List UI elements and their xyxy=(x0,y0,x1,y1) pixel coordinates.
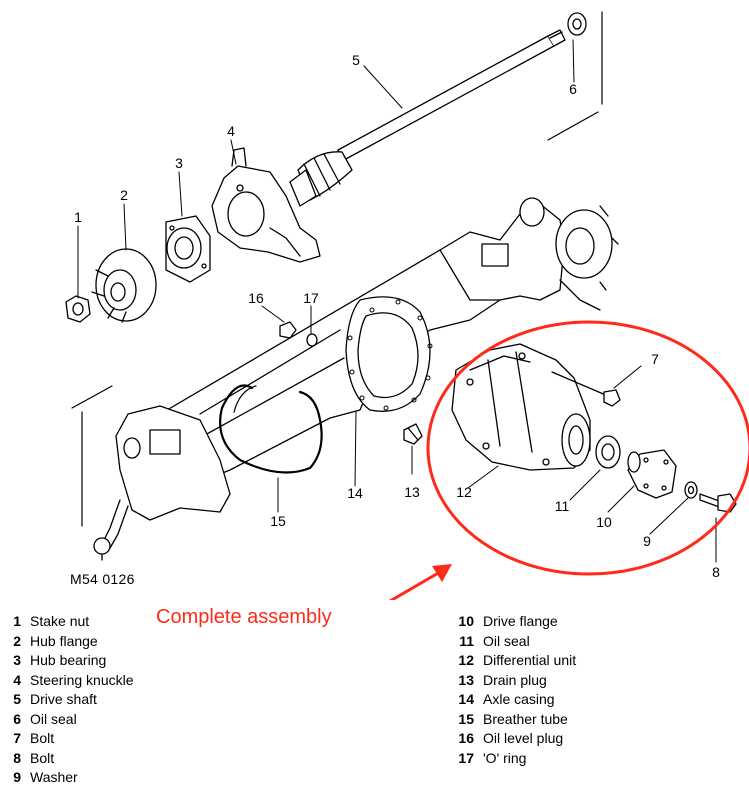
left-hub-assembly xyxy=(93,405,231,561)
callout-13: 13 xyxy=(404,484,420,500)
callout-15: 15 xyxy=(270,513,286,529)
callout-7: 7 xyxy=(651,351,659,367)
callout-16: 16 xyxy=(248,290,264,306)
callout-9: 9 xyxy=(643,533,651,549)
stake-nut-1 xyxy=(65,295,91,323)
callout-4: 4 xyxy=(227,123,235,139)
drive-shaft xyxy=(289,29,566,207)
callout-12: 12 xyxy=(456,484,472,500)
callout-14: 14 xyxy=(347,485,363,501)
callout-17: 17 xyxy=(303,290,319,306)
hub-bearing-3 xyxy=(165,215,211,283)
oil-level-plug-16 xyxy=(279,321,297,339)
annotation-arrow xyxy=(388,564,452,600)
leader-lines xyxy=(77,39,717,563)
callout-6: 6 xyxy=(569,81,577,97)
figure-code: M54 0126 xyxy=(70,571,135,587)
callout-8: 8 xyxy=(712,564,720,580)
exploded-axle-diagram xyxy=(65,11,749,600)
o-ring-17 xyxy=(306,333,318,347)
callout-3: 3 xyxy=(175,155,183,171)
callout-11: 11 xyxy=(554,498,570,514)
legend-item: 17'O' ring xyxy=(458,749,527,766)
callout-1: 1 xyxy=(74,209,82,225)
drive-flange-10 xyxy=(627,449,677,499)
bolt-7 xyxy=(551,371,621,407)
highlight-circle xyxy=(426,320,749,576)
callout-2: 2 xyxy=(120,187,128,203)
callout-5: 5 xyxy=(352,52,360,68)
section-break-marks xyxy=(71,11,603,527)
drain-plug-13 xyxy=(403,423,423,445)
complete-assembly-label: Complete assembly xyxy=(156,606,332,628)
oil-seal-11 xyxy=(595,435,621,469)
bolt-8 xyxy=(699,493,737,513)
differential-unit-12 xyxy=(451,343,591,471)
breather-tube-15 xyxy=(219,384,323,474)
complete-assembly-highlight xyxy=(388,320,749,600)
washer-9 xyxy=(684,481,698,499)
oil-seal-6 xyxy=(567,12,587,36)
right-hub-assembly xyxy=(439,197,619,311)
callout-10: 10 xyxy=(596,514,612,530)
steering-knuckle-4 xyxy=(211,147,321,263)
hub-flange-2 xyxy=(91,248,157,323)
